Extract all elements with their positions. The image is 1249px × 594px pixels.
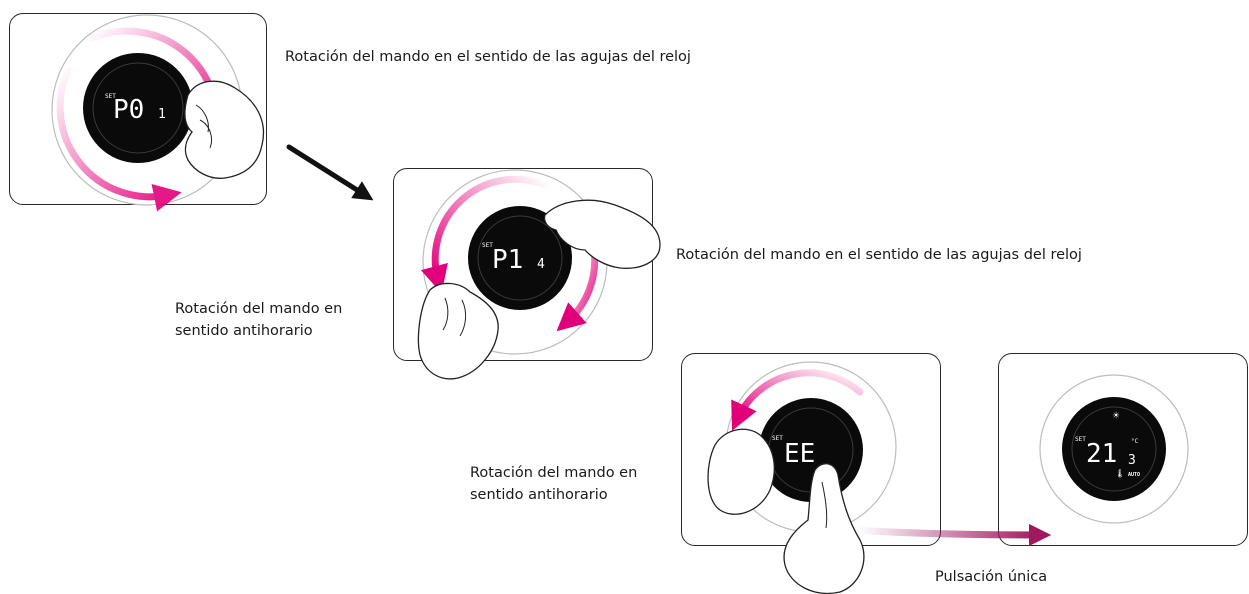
display-small: 4 [537, 257, 545, 272]
knob-display [83, 53, 193, 163]
hand-icon [184, 80, 264, 179]
display-main: 21 [1086, 439, 1117, 469]
hand-finger-lines [821, 481, 828, 529]
step3-thermostat: SET EE [707, 361, 897, 594]
step2-thermostat: SET P1 4 [417, 169, 661, 380]
display-main: P1 [492, 245, 523, 275]
caption-step2-left: Rotación del mando en sentido antihorari… [175, 301, 343, 339]
rotation-arrow-lower [56, 66, 182, 212]
rotation-arrow-counterclockwise [420, 175, 549, 294]
hand-press-icon [783, 463, 865, 594]
set-label: SET [772, 435, 783, 442]
thermometer-icon: 🌡 [1115, 469, 1125, 478]
press-arrow [854, 523, 1052, 547]
flow-arrow-black [286, 144, 374, 201]
knob-display [1062, 397, 1166, 501]
display-main: P0 [113, 95, 144, 125]
hand-finger-lines [442, 297, 467, 337]
caption-step1: Rotación del mando en el sentido de las … [285, 49, 691, 65]
display-small: 1 [158, 107, 166, 122]
mode-label: AUTO [1128, 472, 1140, 478]
set-label: SET [1075, 436, 1086, 443]
sun-icon: ☀ [1113, 409, 1120, 422]
caption-step2-right: Rotación del mando en el sentido de las … [676, 247, 1082, 263]
hand-left-icon [707, 428, 775, 515]
set-label: SET [105, 93, 116, 100]
hand-finger-lines [195, 104, 213, 149]
set-label: SET [482, 242, 493, 249]
caption-step3: Rotación del mando en sentido antihorari… [470, 465, 638, 503]
hand-left-icon [417, 282, 499, 380]
knob-inner-ring [477, 215, 563, 301]
knob-inner-ring [92, 62, 184, 154]
knob-inner-ring [1071, 406, 1157, 492]
step1-thermostat: SET P0 1 [51, 14, 264, 212]
rotation-arrow-counterclockwise [731, 369, 864, 431]
step4-thermostat: ☀ SET 21 3 °C AUTO 🌡 [1039, 374, 1189, 524]
caption-press: Pulsación única [935, 569, 1048, 585]
hand-right-icon [543, 199, 661, 269]
display-main: EE [784, 439, 815, 469]
display-small: 3 [1128, 453, 1136, 468]
knob-display [468, 206, 572, 310]
unit-label: °C [1131, 438, 1139, 445]
